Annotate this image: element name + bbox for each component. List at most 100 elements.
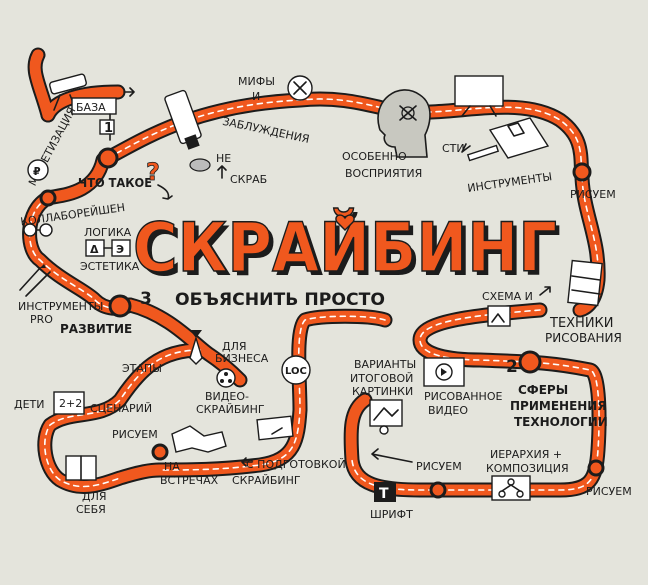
svg-text:₽: ₽ xyxy=(33,165,41,178)
tie-icon xyxy=(189,330,203,365)
font-icon: T xyxy=(374,482,396,502)
label-instrumenty-pro: ИНСТРУМЕНТЫ xyxy=(18,300,103,313)
label-risovannoe: РИСОВАННОЕ xyxy=(424,390,502,403)
scheme-icon xyxy=(487,305,511,327)
film-reel-icon xyxy=(216,368,236,388)
label-logika: ЛОГИКА xyxy=(84,226,132,239)
label-risuem-low: РИСУЕМ xyxy=(416,460,462,473)
waypoint-risuem-right xyxy=(587,459,605,477)
label-tehnologii: ТЕХНОЛОГИИ xyxy=(514,415,608,429)
label-dlya-sebya-1: ДЛЯ xyxy=(82,490,107,503)
label-i: И xyxy=(252,90,260,103)
svg-text:2+2: 2+2 xyxy=(59,397,82,410)
label-vospriyatiya: ВОСПРИЯТИЯ xyxy=(345,167,422,180)
step-number-3: 3 xyxy=(140,289,152,309)
road-waypoints xyxy=(39,147,605,499)
label-varianty: ВАРИАНТЫ xyxy=(354,358,416,371)
label-deti: ДЕТИ xyxy=(14,398,45,411)
logic-aesthetics-icon: Δ Э xyxy=(85,239,131,257)
question-icon: ? xyxy=(146,158,160,186)
label-shema-i: СХЕМА И xyxy=(482,290,533,303)
subtitle: ОБЪЯСНИТЬ ПРОСТО xyxy=(175,290,385,310)
label-sfery: СФЕРЫ xyxy=(518,383,568,397)
label-skraibing-small: СКРАЙБИНГ xyxy=(232,474,301,487)
sketchbook-icon xyxy=(466,117,550,162)
waypoint-risuem-low xyxy=(429,481,447,499)
label-ne: НЕ xyxy=(216,152,231,165)
collaboration-icon xyxy=(23,223,53,237)
label-shrift: ШРИФТ xyxy=(370,508,413,521)
scrub-tube-icon xyxy=(164,89,227,179)
label-s-podgotovkoy: С ПОДГОТОВКОЙ xyxy=(246,458,346,471)
waypoint-3 xyxy=(108,294,132,318)
waypoint-collab xyxy=(39,189,57,207)
label-mify: МИФЫ xyxy=(238,75,275,88)
arrow-icon xyxy=(371,448,413,463)
signpost-baza: БАЗА 1 xyxy=(71,87,135,141)
label-estetika: ЭСТЕТИКА xyxy=(80,260,140,273)
svg-text:T: T xyxy=(379,486,389,502)
loc-badge: LOC xyxy=(281,355,311,385)
label-etapy: ЭТАПЫ xyxy=(122,362,162,375)
heart-icon xyxy=(335,214,355,231)
label-ierarhiya: ИЕРАРХИЯ + xyxy=(490,448,562,461)
label-sti: СТИ xyxy=(442,142,465,155)
label-kartinki: КАРТИНКИ xyxy=(352,385,413,398)
myth-coin-icon xyxy=(287,75,313,101)
label-osobennosti: ОСОБЕННО xyxy=(342,150,407,163)
label-zabluzhdeniya: ЗАБЛУЖДЕНИЯ xyxy=(221,115,310,146)
label-razvitie: РАЗВИТИЕ xyxy=(60,322,132,336)
arrow-icon xyxy=(123,87,135,97)
svg-text:Δ: Δ xyxy=(90,243,99,256)
label-na-vstrechah-1: НА xyxy=(164,460,180,473)
arrow-icon xyxy=(461,143,471,153)
label-risovaniya: РИСОВАНИЯ xyxy=(545,331,622,345)
head-perception-icon xyxy=(377,89,431,158)
waypoint-risuem-top xyxy=(572,162,592,182)
label-kompoziciya: КОМПОЗИЦИЯ xyxy=(486,462,569,475)
step-number-1: 1 xyxy=(104,121,113,136)
label-video-skraibing-2: СКРАЙБИНГ xyxy=(196,403,265,416)
svg-text:БАЗА: БАЗА xyxy=(76,101,106,114)
tablet-pencil-icon xyxy=(256,415,294,441)
label-video: ВИДЕО xyxy=(428,404,468,417)
waypoint-start xyxy=(97,147,119,169)
waypoint-risuem-mid xyxy=(151,443,169,461)
main-title-group: СКРАЙБИНГ СКРАЙБИНГ ОБЪЯСНИТЬ ПРОСТО xyxy=(132,207,561,310)
label-dlya-biznesa-2: БИЗНЕСА xyxy=(215,352,269,365)
monitor-icon xyxy=(454,75,504,117)
waypoint-2 xyxy=(518,350,542,374)
label-pro: PRO xyxy=(30,313,53,326)
svg-text:Э: Э xyxy=(116,243,124,256)
hierarchy-icon xyxy=(491,475,531,501)
label-tehniki: ТЕХНИКИ xyxy=(549,316,614,331)
label-dlya-biznesa-1: ДЛЯ xyxy=(222,340,247,353)
label-risuem-mid: РИСУЕМ xyxy=(112,428,158,441)
arrow-icon xyxy=(539,286,551,296)
notebook-icon xyxy=(65,455,97,481)
pencils-icon xyxy=(19,264,51,297)
video-player-icon xyxy=(423,357,465,387)
label-skrab: СКРАБ xyxy=(230,173,267,186)
arrow-icon xyxy=(241,457,253,467)
label-risuem-right: РИСУЕМ xyxy=(586,485,632,498)
label-risuem-top: РИСУЕМ xyxy=(570,188,616,201)
label-na-vstrechah-2: ВСТРЕЧАХ xyxy=(160,474,219,487)
handshake-icon xyxy=(171,425,227,453)
loc-label: LOC xyxy=(285,366,307,377)
picture-variants-icon xyxy=(369,399,403,435)
label-primeneniya: ПРИМЕНЕНИЯ xyxy=(510,399,607,413)
arrow-icon xyxy=(157,184,173,200)
step-number-2: 2 xyxy=(506,357,518,377)
drawer-icon xyxy=(567,259,603,307)
math-board-icon: 2+2 xyxy=(53,391,85,415)
telescope-icon xyxy=(49,73,87,111)
coin-icon: ₽ xyxy=(27,159,49,181)
label-scenariy: СЦЕНАРИЙ xyxy=(90,402,152,415)
label-chto-takoe: ЧТО ТАКОЕ xyxy=(78,176,152,190)
label-instrumenty: ИНСТРУМЕНТЫ xyxy=(467,170,553,195)
label-dlya-sebya-2: СЕБЯ xyxy=(76,503,106,516)
label-video-skraibing-1: ВИДЕО- xyxy=(205,390,249,403)
